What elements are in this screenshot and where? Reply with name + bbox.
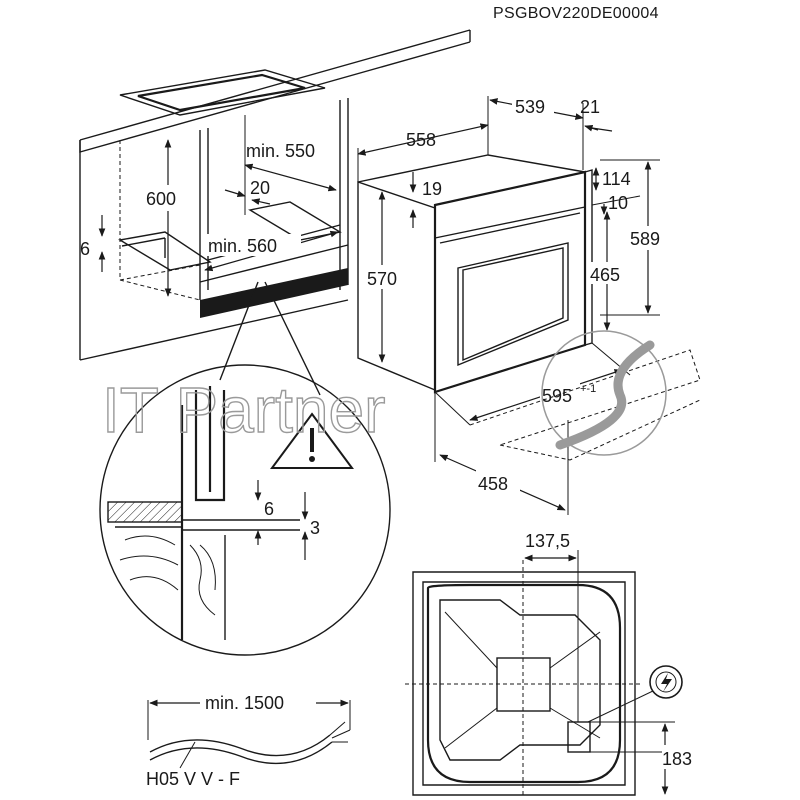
dim-min550-label: min. 550 <box>246 141 315 161</box>
watermark: IT Partner <box>101 330 667 456</box>
oven-drawing <box>357 154 593 394</box>
dim-595-label: 595 <box>542 386 572 406</box>
electric-connection-icon <box>649 665 683 699</box>
dim-595-tolerance: +-1 <box>580 383 596 395</box>
rear-offset-label: 137,5 <box>525 531 570 551</box>
dim-465-label: 465 <box>590 265 620 285</box>
rear-view-drawing: 137,5 183 <box>405 531 698 796</box>
cable-length-label: min. 1500 <box>205 693 284 713</box>
dim-589-label: 589 <box>630 229 660 249</box>
dim-558-label: 558 <box>406 130 436 150</box>
dim-6-side-label: 6 <box>80 239 90 259</box>
dim-21-label: 21 <box>580 97 600 117</box>
dim-539-label: 539 <box>515 97 545 117</box>
dim-600-label: 600 <box>146 189 176 209</box>
dim-570-label: 570 <box>367 269 397 289</box>
document-code: PSGBOV220DE00004 <box>493 5 659 22</box>
watermark-text: IT Partner <box>102 374 385 446</box>
warning-triangle-icon <box>270 412 354 469</box>
dim-min560-label: min. 560 <box>208 236 277 256</box>
cabinet-dimensions: 600 min. 550 20 min. 560 6 <box>80 139 339 297</box>
detail-circle: 6 3 <box>99 281 391 656</box>
cabinet-drawing <box>79 29 471 361</box>
detail-gap-3-label: 3 <box>310 518 320 538</box>
dim-20-label: 20 <box>250 178 270 198</box>
rear-height-label: 183 <box>662 749 692 769</box>
dim-10-label: 10 <box>608 193 628 213</box>
cable-type-label: H05 V V - F <box>146 769 240 789</box>
dim-458-label: 458 <box>478 474 508 494</box>
dim-114-label: 114 <box>602 169 631 189</box>
detail-gap-6-label: 6 <box>264 499 274 519</box>
oven-dimensions: 558 539 21 19 570 114 10 465 <box>357 96 701 515</box>
dim-19-label: 19 <box>422 179 442 199</box>
cable-drawing: min. 1500 H05 V V - F <box>146 690 351 789</box>
watermark-logo-icon <box>541 330 667 456</box>
